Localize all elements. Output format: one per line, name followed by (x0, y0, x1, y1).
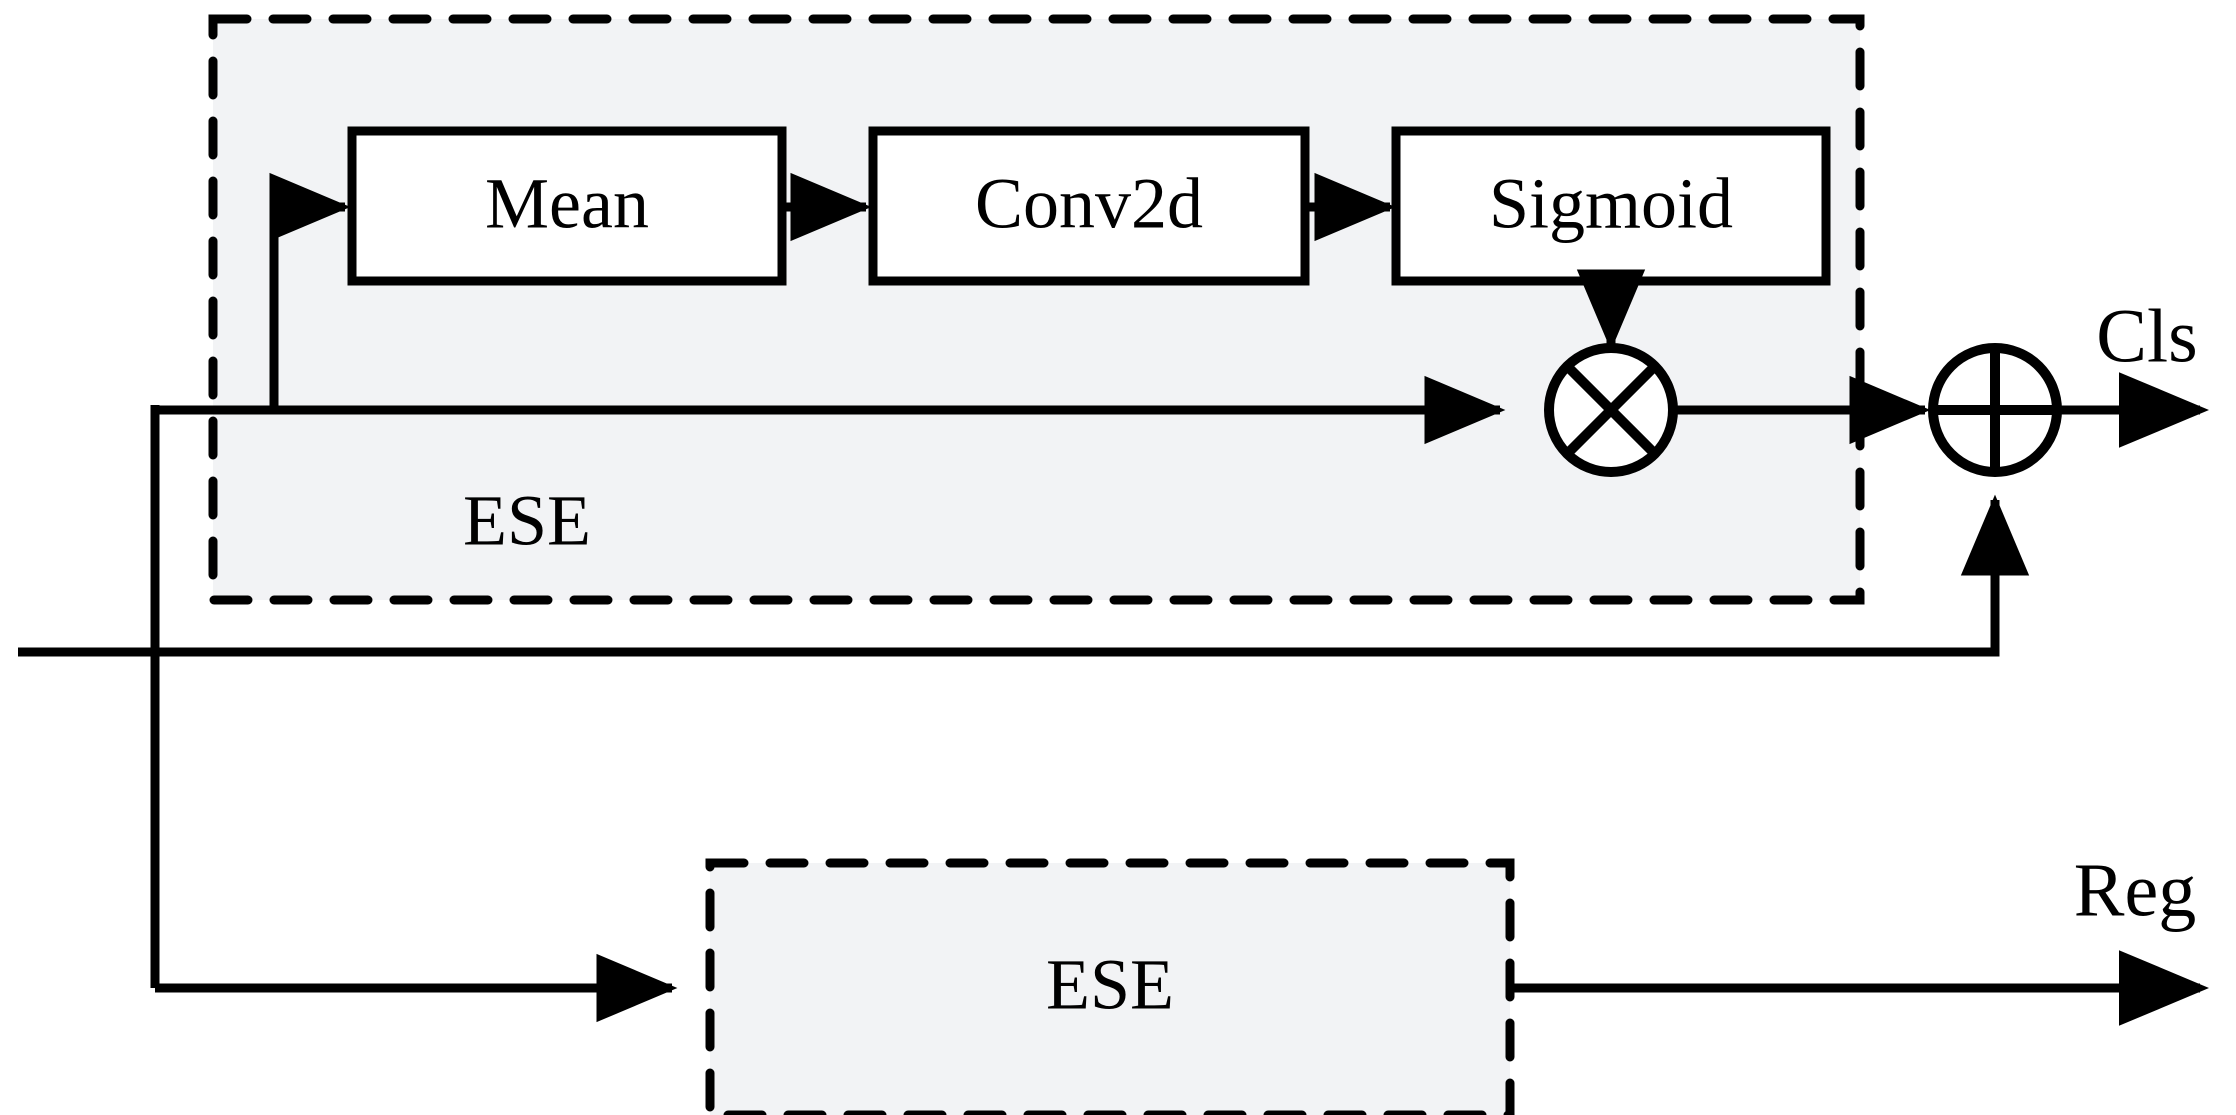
sigmoid-block-label: Sigmoid (1489, 164, 1733, 244)
mean-block-label: Mean (485, 164, 649, 244)
reg-output-label: Reg (2074, 848, 2196, 932)
branch-to-mean (269, 172, 351, 410)
conv2d-block[interactable] (868, 126, 1310, 286)
ese-cls-group-label: ESE (463, 481, 591, 561)
add-operator[interactable] (1928, 343, 2062, 477)
multiply-operator[interactable] (1544, 343, 1678, 477)
residual-skip-line (18, 494, 2030, 657)
ese-reg-group-box[interactable] (705, 858, 1515, 1115)
conv2d-block-label: Conv2d (975, 164, 1203, 244)
cls-output-label: Cls (2096, 294, 2197, 378)
ese-reg-group-label: ESE (1046, 945, 1174, 1025)
